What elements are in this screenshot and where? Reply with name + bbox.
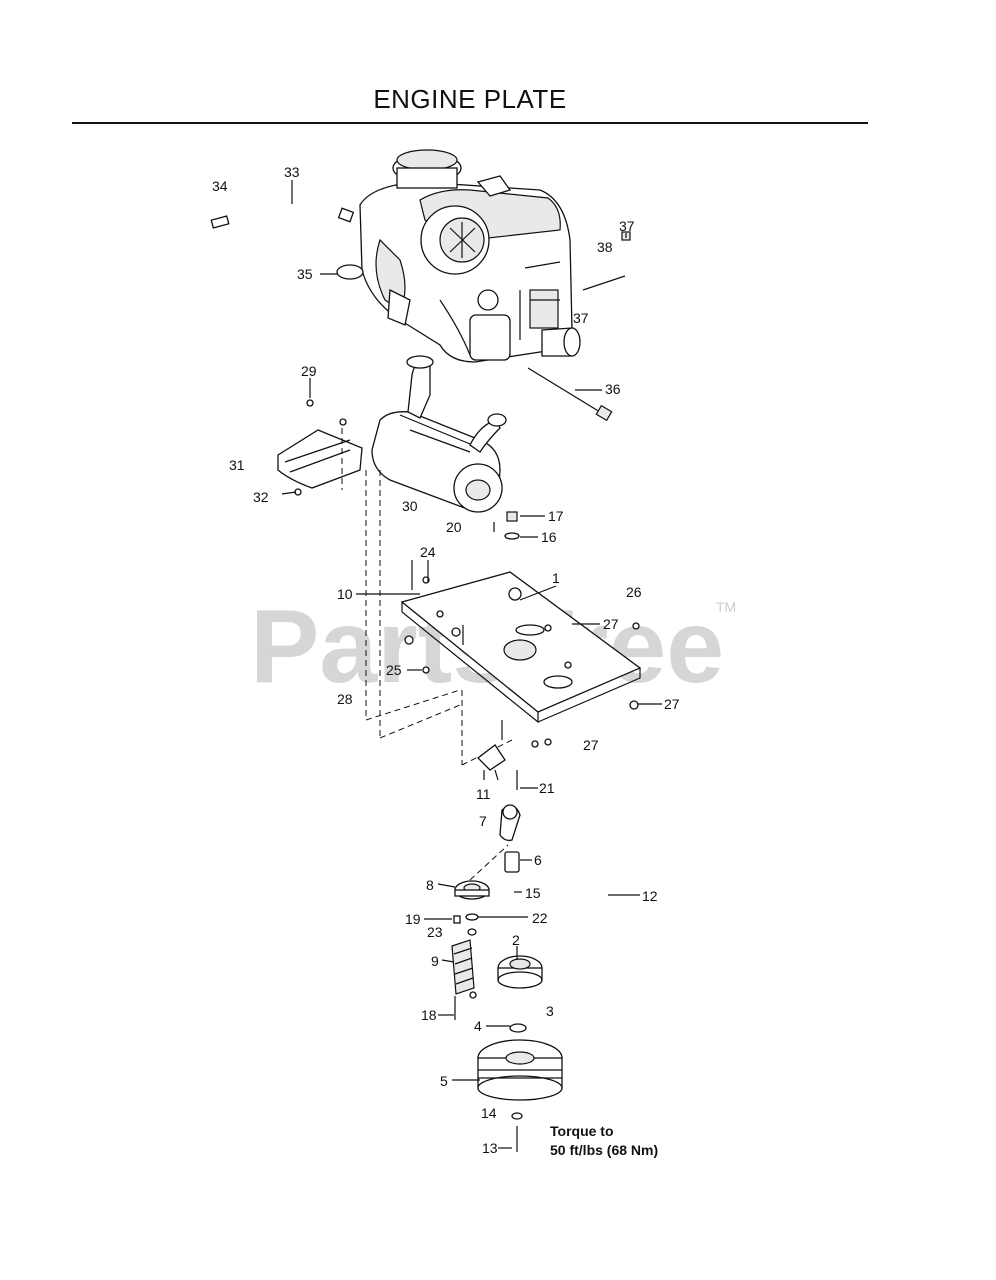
bolt-part <box>582 275 626 291</box>
label-23: 23 <box>427 924 443 940</box>
label-10: 10 <box>337 586 353 602</box>
engine-drawing <box>359 149 581 363</box>
label-37-top: 37 <box>619 218 635 234</box>
part-labels: 34 33 37 38 35 37 36 29 31 32 30 20 17 1… <box>212 164 680 1156</box>
label-12: 12 <box>642 888 658 904</box>
long-bolt-part <box>527 367 601 413</box>
label-29: 29 <box>301 363 317 379</box>
label-20: 20 <box>446 519 462 535</box>
label-33: 33 <box>284 164 300 180</box>
muffler-drawing <box>371 355 507 513</box>
label-13: 13 <box>482 1140 498 1156</box>
label-28: 28 <box>337 691 353 707</box>
label-9: 9 <box>431 953 439 969</box>
label-8: 8 <box>426 877 434 893</box>
label-24: 24 <box>420 544 436 560</box>
label-15: 15 <box>525 885 541 901</box>
label-36: 36 <box>605 381 621 397</box>
heat-shield-part <box>277 429 363 489</box>
fuel-hose <box>210 202 355 229</box>
label-3: 3 <box>546 1003 554 1019</box>
label-30: 30 <box>402 498 418 514</box>
label-7: 7 <box>479 813 487 829</box>
label-11: 11 <box>476 786 491 802</box>
label-1: 1 <box>552 570 560 586</box>
label-21: 21 <box>539 780 555 796</box>
label-27-a: 27 <box>603 616 619 632</box>
spring-part <box>451 939 475 995</box>
label-38: 38 <box>597 239 613 255</box>
label-17: 17 <box>548 508 564 524</box>
label-5: 5 <box>440 1073 448 1089</box>
label-18: 18 <box>421 1007 437 1023</box>
label-37: 37 <box>573 310 589 326</box>
label-16: 16 <box>541 529 557 545</box>
label-14: 14 <box>481 1105 497 1121</box>
page-title: ENGINE PLATE <box>373 84 567 114</box>
label-31: 31 <box>229 457 245 473</box>
watermark-tm: TM <box>716 599 736 615</box>
torque-note-line1: Torque to <box>550 1123 614 1139</box>
label-2: 2 <box>512 932 520 948</box>
label-19: 19 <box>405 911 421 927</box>
spacer-part <box>504 851 520 873</box>
label-26: 26 <box>626 584 642 600</box>
label-25: 25 <box>386 662 402 678</box>
label-6: 6 <box>534 852 542 868</box>
torque-note-line2: 50 ft/lbs (68 Nm) <box>550 1142 658 1158</box>
label-35: 35 <box>297 266 313 282</box>
engine-plate-drawing <box>400 571 642 724</box>
label-27-b: 27 <box>664 696 680 712</box>
leader-lines <box>281 180 662 1149</box>
label-4: 4 <box>474 1018 482 1034</box>
label-27-c: 27 <box>583 737 599 753</box>
title-rule <box>72 122 868 124</box>
label-22: 22 <box>532 910 548 926</box>
label-34: 34 <box>212 178 228 194</box>
label-32: 32 <box>253 489 269 505</box>
bracket-part <box>477 744 506 771</box>
gasket-part <box>336 264 364 280</box>
